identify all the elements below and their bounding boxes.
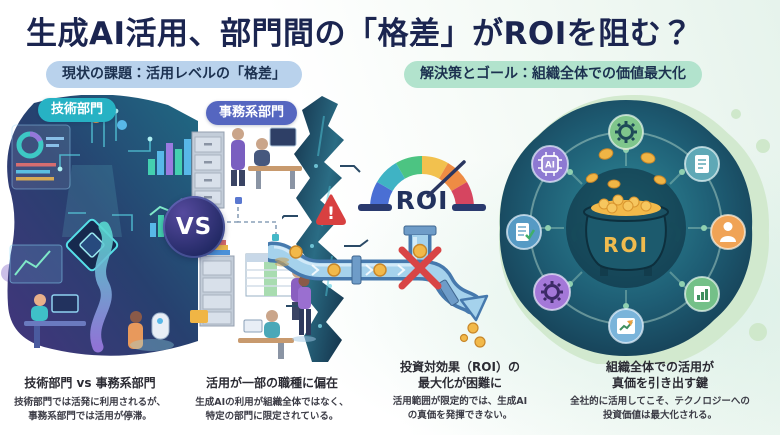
gauge-segment: [370, 182, 393, 208]
note-heading: 組織全体での活用が 真価を引き出す鍵: [605, 360, 714, 390]
flow-arrows: [311, 264, 406, 276]
gauge-foot: [358, 204, 392, 211]
vs-label: VS: [175, 214, 213, 240]
note-heading: 活用が一部の職種に偏在: [205, 376, 338, 390]
note-heading: 投資対効果（ROI）の 最大化が困難に: [400, 360, 520, 390]
solution-badge: 解決策とゴール：組織全体での価値最大化: [404, 61, 702, 88]
roi-pot: ROI: [571, 194, 681, 276]
warning-icon: !: [316, 194, 346, 225]
gauge-segment: [439, 163, 467, 191]
office-workers-at-pc: [231, 127, 302, 189]
standing-person: [292, 275, 316, 342]
ai-chip-icon: AI: [531, 145, 569, 183]
filing-cabinet: [191, 131, 225, 209]
coin-icon: [289, 245, 303, 259]
coin-icon: [640, 152, 656, 164]
worker-at-laptop: [238, 310, 294, 359]
gauge-segment: [396, 156, 422, 179]
decor-node: [117, 120, 127, 130]
leaky-pipe-illustration: [268, 225, 489, 348]
growth-arrow-icon: [608, 308, 644, 344]
pot-roi-label: ROI: [603, 233, 649, 257]
note-card: 技術部門 vs 事務系部門 技術部門では活発に利用されるが、 事務系部門では活用…: [8, 376, 172, 424]
divide-crack-illustration: [282, 96, 369, 362]
roi-gauge-label: ROI: [396, 186, 449, 215]
document-icon: [684, 146, 720, 182]
worker-and-robot: [128, 311, 174, 351]
vs-badge: VS: [163, 196, 225, 258]
coin-icon: [653, 175, 667, 185]
tech-department-illustration: [1, 95, 198, 356]
warning-glyph: !: [327, 204, 335, 224]
tech-department-pill: 技術部門: [38, 98, 117, 122]
coin-icon: [373, 263, 387, 277]
leaking-coins: [459, 322, 486, 348]
gear-icon: [608, 114, 644, 150]
coin-icon: [412, 243, 428, 259]
hologram-beam: [62, 165, 122, 237]
coin-icon: [327, 263, 341, 277]
hologram-chart: [9, 244, 63, 284]
coin-icon: [459, 333, 469, 343]
bar-chart-icon: [148, 139, 191, 175]
pipe-flange: [437, 279, 459, 306]
gauge-segment: [377, 163, 405, 191]
page-title: 生成AI活用、部門間の「格差」がROIを阻む？: [26, 16, 693, 52]
document-check-icon: [506, 214, 542, 250]
worker-at-desk: [24, 294, 86, 348]
filing-cabinet: [190, 240, 235, 327]
falling-bits: [310, 164, 332, 328]
pipe-spout: [459, 294, 489, 322]
gauge-needle: [426, 160, 466, 198]
gauge-segment: [422, 156, 448, 179]
gauge-foot: [452, 204, 486, 211]
worker-icon: [710, 214, 746, 250]
gauge-segment: [451, 182, 474, 208]
coin-heap: [598, 194, 652, 214]
note-card: 活用が一部の職種に偏在 生成AIの利用が組織全体ではなく、 特定の部門に限定され…: [172, 376, 372, 424]
coin-icon: [585, 173, 599, 183]
folder-icon: [190, 310, 208, 323]
coins-in-pipe: [275, 245, 387, 277]
main-pipe: [268, 241, 489, 322]
coin-icon: [598, 148, 614, 160]
data-stream: [90, 221, 113, 353]
roi-gauge: ROI: [358, 156, 486, 215]
note-card: 組織全体での活用が 真価を引き出す鍵 全社的に活用してこそ、テクノロジーへの 投…: [554, 360, 766, 424]
note-body: 生成AIの利用が組織全体ではなく、 特定の部門に限定されている。: [195, 396, 349, 422]
pipe-flange: [351, 255, 362, 285]
coin-icon: [467, 322, 479, 334]
note-body: 活用範囲が限定的では、生成AI の真価を発揮できない。: [392, 396, 528, 422]
coin-icon: [474, 336, 486, 348]
roi-network-illustration: ROI AI: [499, 95, 770, 364]
network-nodes: [545, 147, 707, 309]
blocked-x-icon: [398, 246, 442, 290]
connector-node: [235, 197, 242, 204]
note-body: 技術部門では活発に利用されるが、 事務系部門では活用が停滞。: [14, 396, 166, 422]
dashboard-card: [11, 124, 71, 190]
note-card: 投資対効果（ROI）の 最大化が困難に 活用範囲が限定的では、生成AI の真価を…: [368, 360, 552, 424]
office-department-pill: 事務系部門: [206, 101, 298, 125]
connector-node: [272, 234, 279, 241]
problem-badge: 現状の課題：活用レベルの「格差」: [46, 61, 302, 88]
coin-icon: [607, 179, 621, 189]
note-heading: 技術部門 vs 事務系部門: [24, 376, 156, 390]
chart-icon: [684, 276, 720, 312]
note-body: 全社的に活用してこそ、テクノロジーへの 投資価値は最大化される。: [570, 396, 750, 422]
gear-icon: [533, 273, 571, 311]
ai-chip-label: AI: [545, 161, 555, 171]
